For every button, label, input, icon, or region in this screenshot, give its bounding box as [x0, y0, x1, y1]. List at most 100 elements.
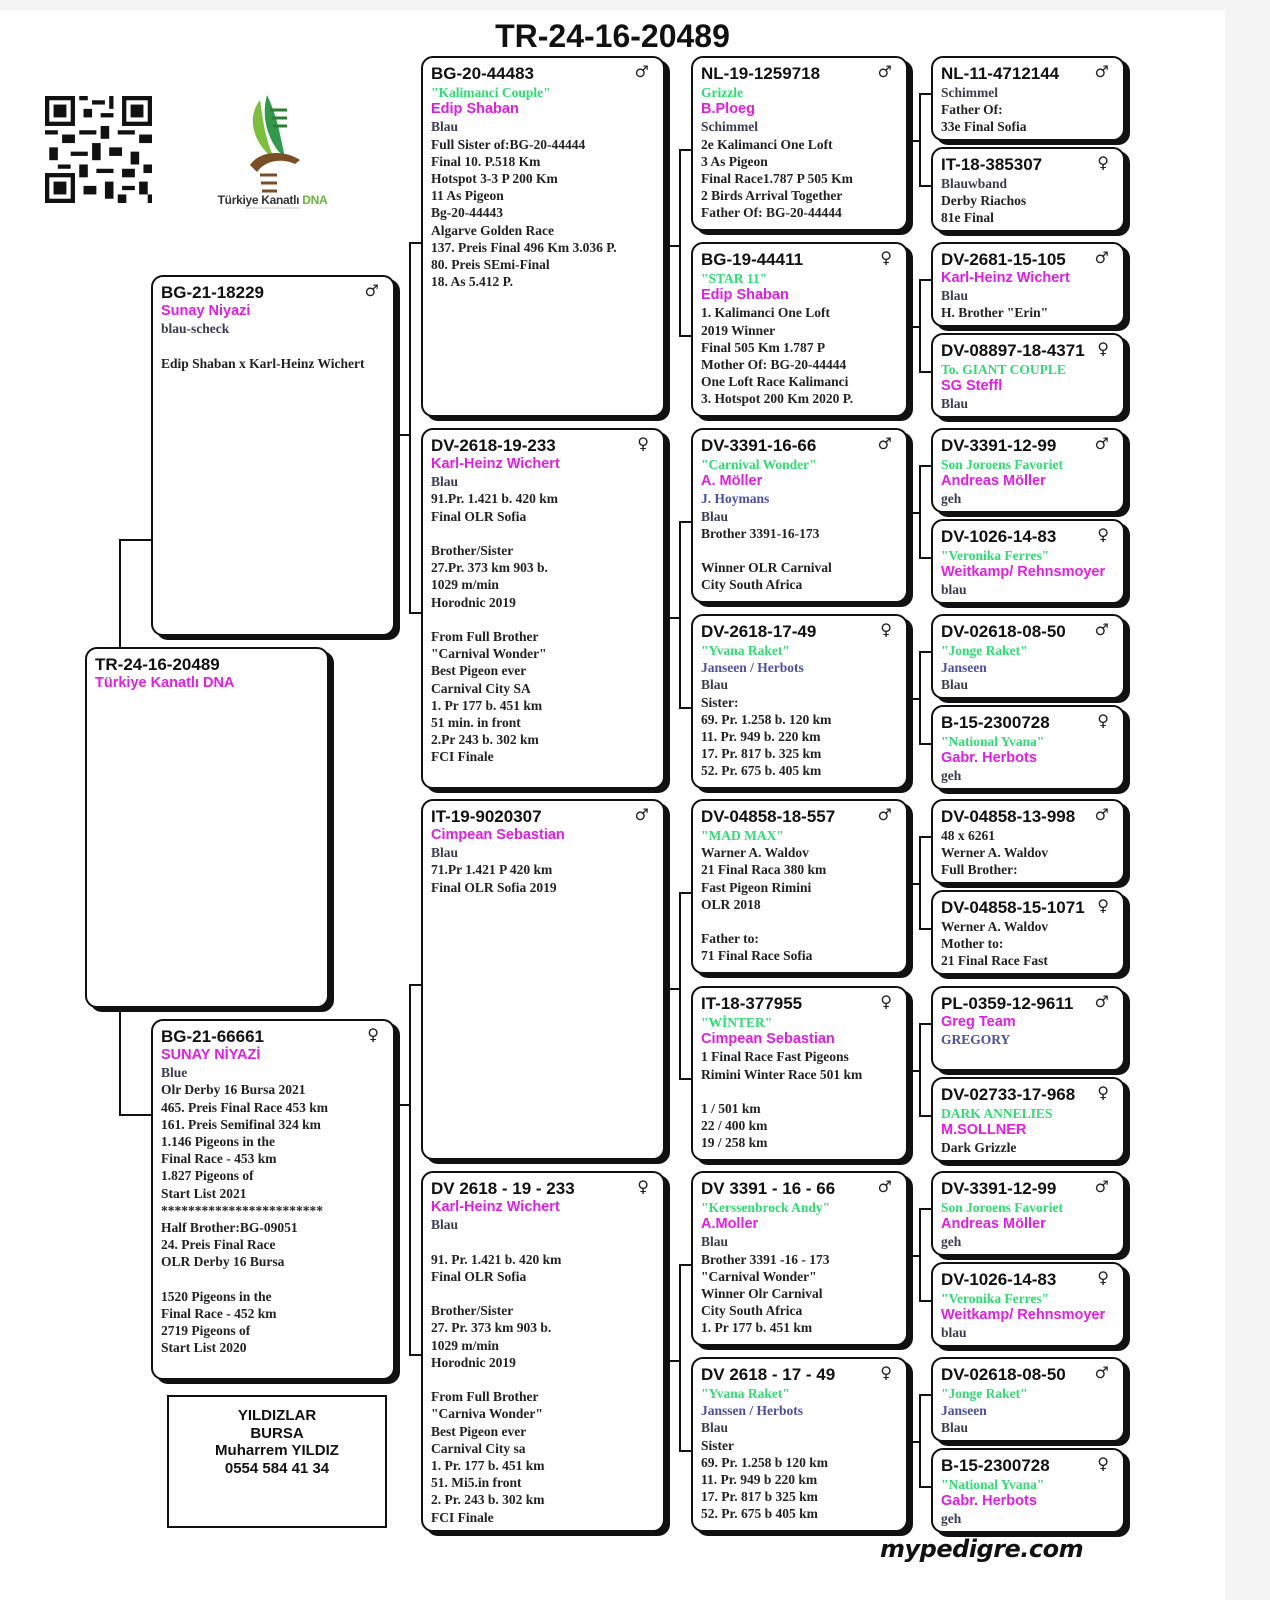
pigeon-card-gen3[interactable]: DV 2618 - 17 - 49♀"Yvana Raket"Janssen /… [691, 1357, 908, 1532]
pigeon-name: Grizzle [701, 85, 743, 100]
footer-website: mypedigre.com [880, 1535, 1084, 1563]
pedigree-note [701, 913, 898, 930]
pigeon-name: "STAR 11" [701, 271, 768, 286]
pedigree-note: OLR 2018 [701, 896, 761, 912]
female-icon: ♀ [367, 1025, 379, 1044]
pigeon-color: Blau [431, 474, 459, 490]
pigeon-card-gen3[interactable]: DV-04858-18-557♂"MAD MAX"Warner A. Waldo… [691, 799, 908, 974]
pedigree-note: 69. Pr. 1.258 b 120 km [701, 1454, 829, 1470]
pigeon-name: "Veronika Ferres" [941, 1291, 1050, 1306]
ring-number: IT-18-377955 [701, 994, 803, 1013]
pigeon-name: "MAD MAX" [701, 828, 784, 843]
pedigree-note [161, 337, 385, 354]
pigeon-card-gen4[interactable]: DV-1026-14-83♀"Veronika Ferres"Weitkamp/… [931, 519, 1125, 604]
pigeon-card-gen3[interactable]: DV 3391 - 16 - 66♂"Kerssenbrock Andy"A.M… [691, 1171, 908, 1346]
pedigree-note: 21 Final Race Fast [941, 953, 1048, 969]
ring-number: TR-24-16-20489 [95, 655, 220, 674]
pedigree-note: ************************ [161, 1202, 323, 1218]
pigeon-name: "National Yvana" [941, 734, 1045, 749]
pedigree-note: 161. Preis Semifinal 324 km [161, 1116, 321, 1132]
pedigree-note: 2e Kalimanci One Loft [701, 136, 833, 152]
pedigree-note: 3 As Pigeon [701, 153, 768, 169]
pedigree-note: "Carniva Wonder" [431, 1406, 543, 1422]
pedigree-note: 81e Final [941, 210, 994, 226]
ring-number: PL-0359-12-9611 [941, 994, 1074, 1013]
pedigree-note: FCI Finale [431, 749, 494, 765]
pigeon-card-gen4[interactable]: B-15-2300728♀"National Yvana"Gabr. Herbo… [931, 1448, 1125, 1533]
male-icon: ♂ [877, 1177, 892, 1196]
male-icon: ♂ [1094, 1177, 1109, 1196]
pedigree-note: Start List 2021 [161, 1185, 247, 1201]
pigeon-card-gen3[interactable]: DV-3391-16-66♂"Carnival Wonder"A. Möller… [691, 428, 908, 603]
pedigree-note: Derby Riachos [941, 193, 1027, 209]
female-icon: ♀ [1097, 1454, 1109, 1473]
pedigree-note: J. Hoymans [701, 491, 770, 507]
female-icon: ♀ [1097, 1083, 1109, 1102]
pigeon-card-gen4[interactable]: DV-1026-14-83♀"Veronika Ferres"Weitkamp/… [931, 1262, 1125, 1347]
ring-number: DV-1026-14-83 [941, 1270, 1057, 1289]
breeder-name: Edip Shaban [701, 287, 789, 304]
pedigree-note: 2. Pr. 243 b. 302 km [431, 1492, 545, 1508]
ring-number: DV-04858-15-1071 [941, 898, 1085, 917]
female-icon: ♀ [880, 620, 892, 639]
female-icon: ♀ [1097, 339, 1109, 358]
ring-number: DV-04858-18-557 [701, 807, 836, 826]
pigeon-card-gen3[interactable]: DV-2618-17-49♀"Yvana Raket"Janseen / Her… [691, 614, 908, 789]
pedigree-note: 91.Pr. 1.421 b. 420 km [431, 491, 559, 507]
pigeon-color: Blau [941, 288, 969, 304]
pedigree-note: Rimini Winter Race 501 km [701, 1066, 863, 1082]
pedigree-note: Carnival City sa [431, 1440, 526, 1456]
pigeon-name: "Carnival Wonder" [701, 457, 817, 472]
ring-number: DV-2618-19-233 [431, 436, 556, 455]
female-icon: ♀ [880, 248, 892, 267]
breeder-name: Andreas Möller [941, 1216, 1046, 1233]
pedigree-note: Janseen [941, 1403, 987, 1419]
female-icon: ♀ [1097, 525, 1109, 544]
pedigree-note: Full Brother: [941, 862, 1018, 878]
pedigree-note: 1029 m/min [431, 1337, 499, 1353]
pedigree-note: Hotspot 3-3 P 200 Km [431, 171, 558, 187]
pedigree-note [431, 1371, 655, 1388]
pedigree-note: 11. Pr. 949 b 220 km [701, 1472, 818, 1488]
pedigree-note: 1 / 501 km [701, 1101, 761, 1116]
pedigree-note [431, 1285, 655, 1302]
breeder-name: Edip Shaban [431, 101, 519, 118]
pedigree-note: Best Pigeon ever [431, 1423, 527, 1439]
pedigree-note: 71.Pr 1.421 P 420 km [431, 862, 553, 878]
pedigree-note: Final 10. P.518 Km [431, 153, 541, 169]
pigeon-color: Blau [431, 1217, 459, 1233]
pigeon-color: blau-scheck [161, 321, 230, 337]
pedigree-note: 21 Final Raca 380 km [701, 862, 827, 878]
breeder-name: Karl-Heinz Wichert [431, 1199, 560, 1215]
male-icon: ♂ [634, 62, 649, 81]
pedigree-note: Sister [701, 1437, 734, 1453]
pedigree-note: 51 min. in front [431, 715, 521, 731]
female-icon: ♀ [1097, 153, 1109, 172]
pigeon-name: To. GIANT COUPLE [941, 362, 1066, 377]
pigeon-card-gen4[interactable]: B-15-2300728♀"National Yvana"Gabr. Herbo… [931, 705, 1125, 790]
pigeon-card-gen2[interactable]: BG-20-44483♂"Kalimanci Couple"Edip Shaba… [421, 56, 665, 417]
pedigree-note: 91. Pr. 1.421 b. 420 km [431, 1251, 562, 1267]
